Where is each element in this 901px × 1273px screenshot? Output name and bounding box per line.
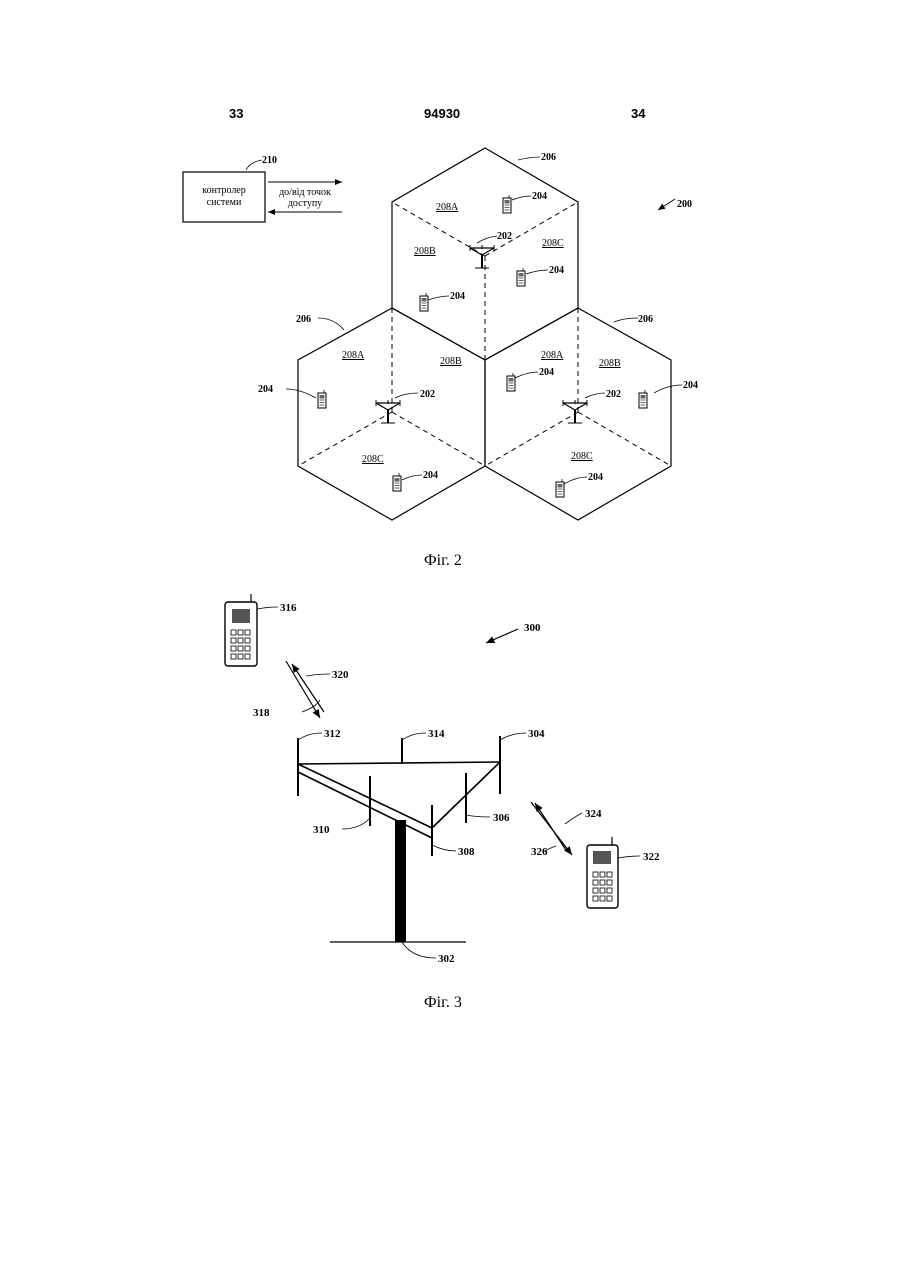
- link-320-arrow: [292, 664, 324, 712]
- figure-2-caption: Фіг. 2: [424, 552, 462, 570]
- figure-3-caption: Фіг. 3: [424, 994, 462, 1012]
- link-324-arrow: [535, 803, 566, 850]
